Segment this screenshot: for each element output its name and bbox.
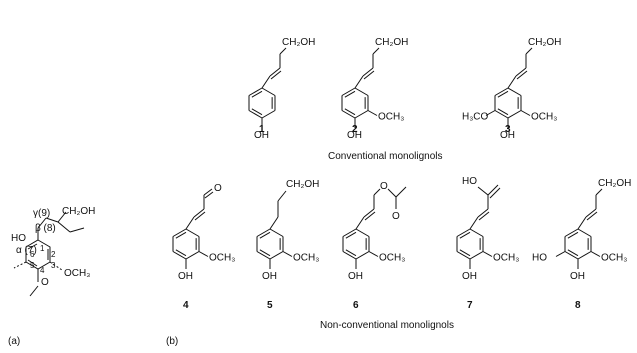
compound-number: 1 <box>259 124 265 135</box>
methoxy-label: OCH₃ <box>209 253 235 264</box>
gamma-label: γ(9) <box>33 208 50 219</box>
ring-pos-4: 4 <box>40 266 45 275</box>
ring-pos-2: 2 <box>51 250 56 259</box>
panel-a-structure: γ(9) CH₂OH β (8) HO α (7) OCH₃ O 1 2 3 4… <box>11 206 95 297</box>
chain-end-label: CH₂OH <box>528 37 561 48</box>
hydroxyl-label: OH <box>347 130 362 141</box>
hydroxyl-label: OH <box>570 271 585 282</box>
ring-pos-6: 6 <box>30 250 35 259</box>
compound-number: 3 <box>505 124 511 135</box>
left-substituent-label: HO <box>532 253 547 264</box>
carbonyl-oxygen-label: O <box>214 183 222 194</box>
ho-label: HO <box>11 233 26 244</box>
hydroxyl-label: OH <box>462 271 477 282</box>
conventional-caption: Conventional monolignols <box>328 151 443 162</box>
carbonyl-oxygen-label: O <box>392 211 400 222</box>
ring-pos-5: 5 <box>30 261 35 270</box>
enol-hydroxyl-label: HO <box>462 176 477 187</box>
hydroxyl-label: OH <box>178 271 193 282</box>
compound-7: OH OCH₃ HO 7 <box>456 176 519 311</box>
compound-6: OH OCH₃ O O 6 <box>342 181 407 311</box>
methoxy-label: OCH₃ <box>293 253 319 264</box>
chain-end-label: CH₂OH <box>598 178 631 189</box>
compound-4: OH OCH₃ O 4 <box>172 183 235 311</box>
hydroxyl-label: OH <box>262 271 277 282</box>
methoxy-label: OCH₃ <box>601 253 627 264</box>
compound-5: OH OCH₃ CH₂OH 5 <box>256 179 319 311</box>
compound-number: 8 <box>575 300 581 311</box>
chain-end-label: CH₂OH <box>282 37 315 48</box>
methoxy-label: OCH₃ <box>379 253 405 264</box>
compound-number: 4 <box>183 300 189 311</box>
chain-end-label: CH₂OH <box>375 37 408 48</box>
compound-2: OH OCH₃ CH₂OH 2 <box>341 37 408 141</box>
beta-label: β (8) <box>35 223 56 234</box>
compound-8: OH OCH₃ HO CH₂OH 8 <box>532 178 631 311</box>
ester-oxygen-label: O <box>380 181 388 192</box>
compound-number: 5 <box>267 300 273 311</box>
oxygen-label: O <box>41 277 49 288</box>
left-substituent-label: H₃CO <box>462 112 489 123</box>
compound-list: OHCH₂OH1OHOCH₃CH₂OH2OHOCH₃H₃COCH₂OH3OHOC… <box>172 37 631 311</box>
hydroxyl-label: OH <box>254 130 269 141</box>
methoxy-label: OCH₃ <box>531 112 557 123</box>
nonconventional-caption: Non-conventional monolignols <box>320 320 454 331</box>
panel-b-label: (b) <box>166 336 178 347</box>
hydroxyl-label: OH <box>500 130 515 141</box>
ring-pos-3: 3 <box>51 261 56 270</box>
methoxy-label: OCH₃ <box>493 253 519 264</box>
hydroxyl-label: OH <box>348 271 363 282</box>
alpha-label: α (7) <box>16 245 37 256</box>
compound-number: 2 <box>352 124 358 135</box>
och3-label: OCH₃ <box>64 268 90 279</box>
compound-number: 6 <box>353 300 359 311</box>
ch2oh-label: CH₂OH <box>62 206 95 217</box>
chain-end-label: CH₂OH <box>286 179 319 190</box>
compound-1: OH CH₂OH 1 <box>248 37 315 141</box>
panel-a-label: (a) <box>8 336 20 347</box>
compound-3: OH OCH₃ H₃CO CH₂OH 3 <box>462 37 561 141</box>
methoxy-label: OCH₃ <box>378 112 404 123</box>
compound-number: 7 <box>467 300 473 311</box>
ring-pos-1: 1 <box>40 244 45 253</box>
